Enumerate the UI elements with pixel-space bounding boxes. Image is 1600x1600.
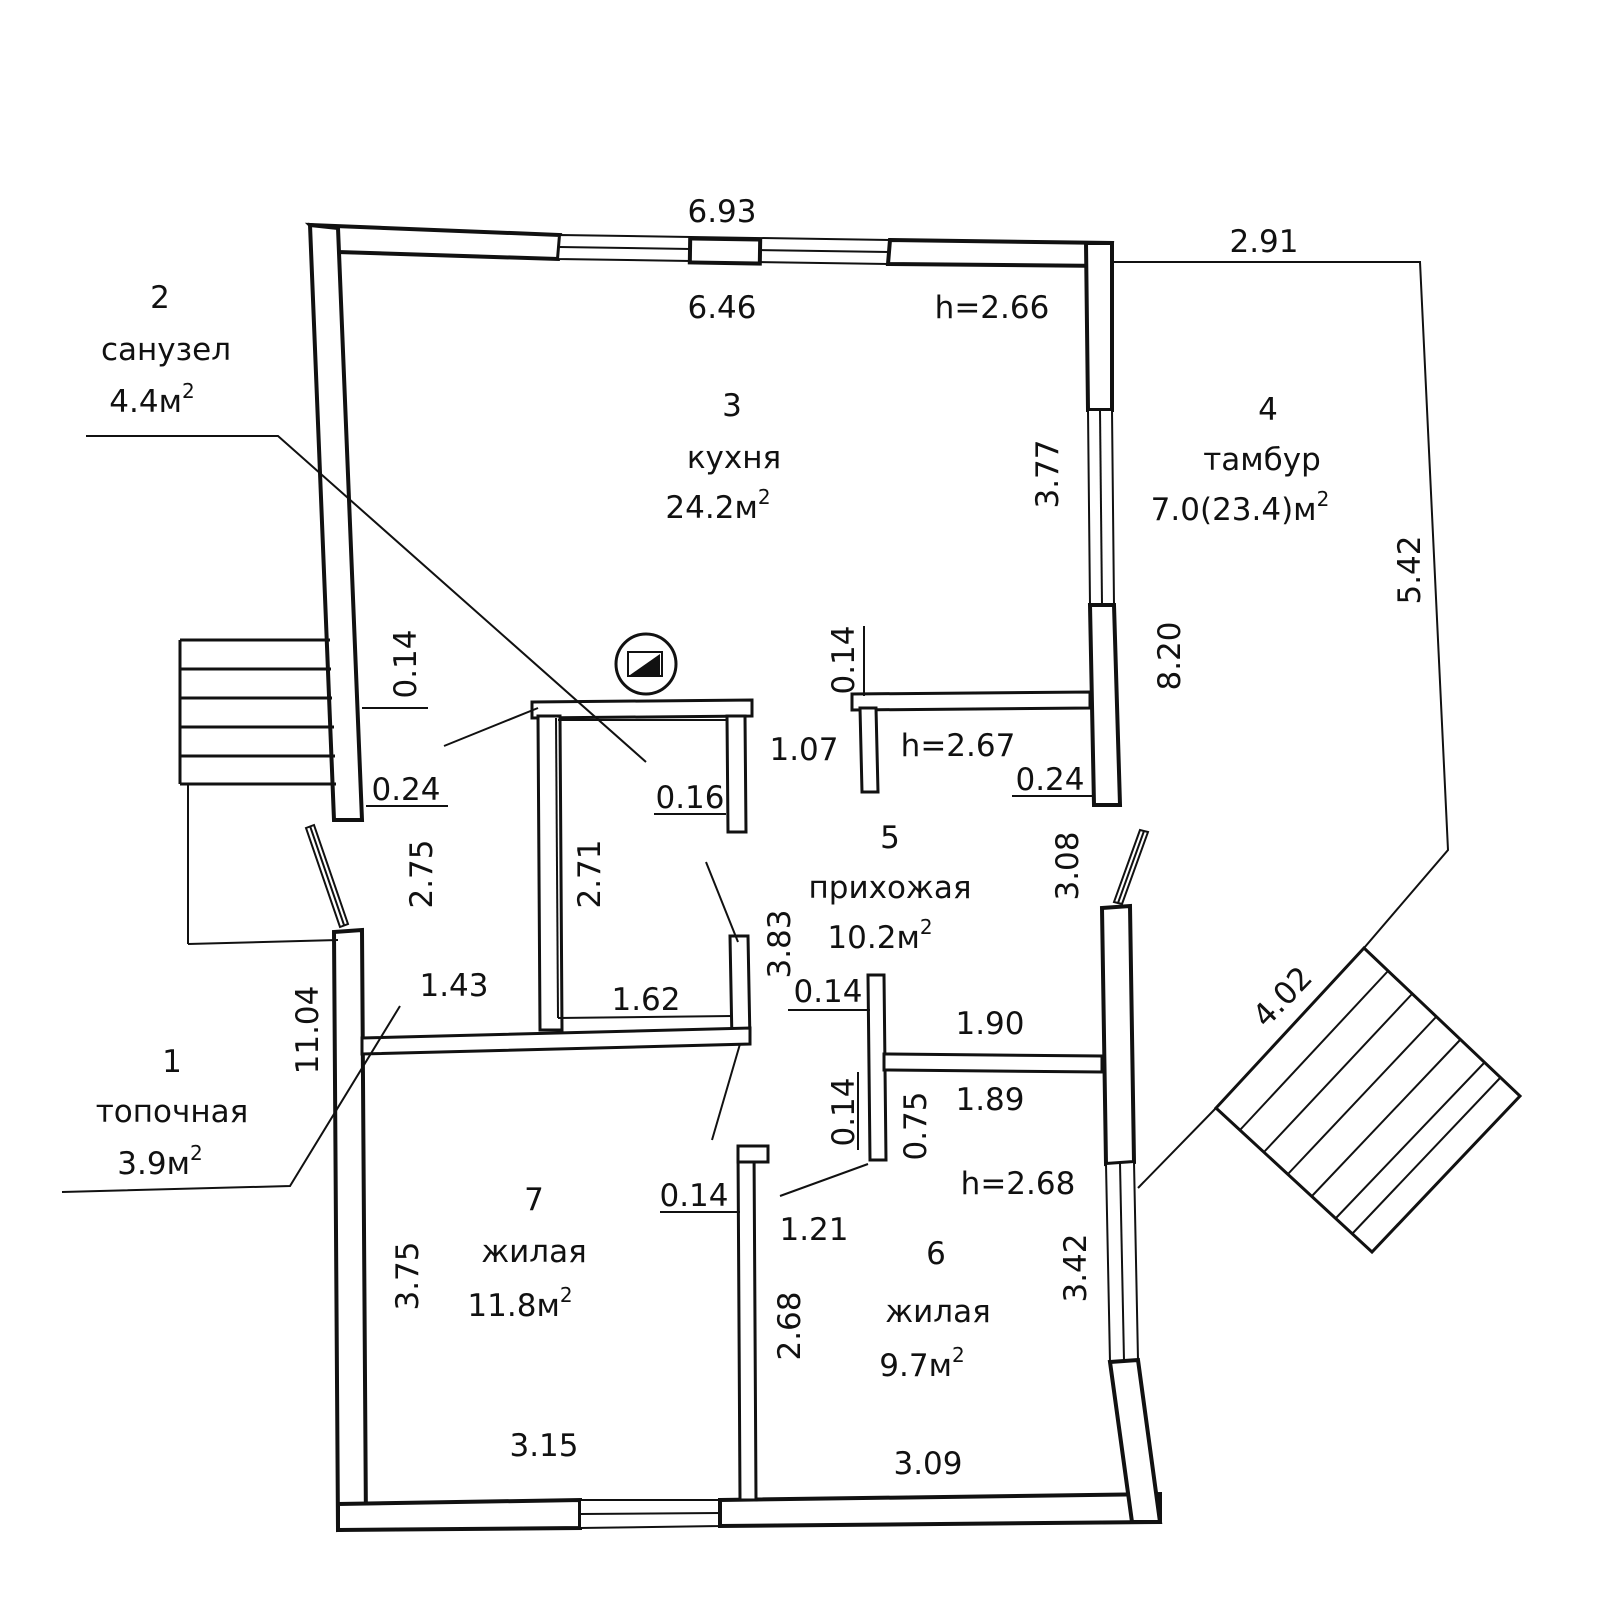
wall-top-left bbox=[304, 222, 563, 262]
wall-sanuzel-top bbox=[530, 698, 754, 720]
leader-sanuzel bbox=[86, 435, 647, 763]
leader-024-left bbox=[443, 707, 539, 747]
stairs-left bbox=[178, 638, 339, 945]
leader-door-7 bbox=[711, 1043, 741, 1141]
wall-room7-door-jamb bbox=[736, 1144, 770, 1164]
dim-2-91: 2.91 bbox=[1229, 224, 1298, 260]
room-7-name: жилая bbox=[481, 1234, 587, 1270]
dim-0-14-kitchen: 0.14 bbox=[826, 625, 862, 694]
room-2-area: 4.4м2 bbox=[109, 379, 194, 420]
wall-kitchen-stub bbox=[858, 706, 880, 794]
room-1-area: 3.9м2 bbox=[117, 1141, 202, 1182]
wall-bottom-left bbox=[336, 1497, 582, 1533]
dim-3-09: 3.09 bbox=[893, 1446, 962, 1482]
dim-0-24-left: 0.24 bbox=[371, 772, 440, 808]
dim-3-83: 3.83 bbox=[762, 909, 798, 978]
room-6-area: 9.7м2 bbox=[879, 1343, 964, 1384]
leader-121 bbox=[779, 1163, 869, 1197]
dim-1-07: 1.07 bbox=[769, 732, 838, 768]
stairs-right bbox=[1213, 945, 1523, 1255]
dim-2-71: 2.71 bbox=[572, 839, 608, 908]
room-6-name: жилая bbox=[885, 1294, 991, 1330]
wall-left-lower bbox=[331, 927, 369, 1533]
dim-3-75: 3.75 bbox=[390, 1241, 426, 1310]
wall-left-upper bbox=[307, 222, 365, 822]
room-1-number: 1 bbox=[162, 1044, 182, 1080]
dim-11-04: 11.04 bbox=[290, 986, 326, 1075]
room-5-name: прихожая bbox=[809, 870, 972, 906]
window-mullion bbox=[687, 236, 763, 266]
leader-door-5 bbox=[705, 861, 739, 943]
wall-right-lower bbox=[1087, 603, 1123, 807]
dim-0-14-left: 0.14 bbox=[388, 629, 424, 698]
leader-topochnaya bbox=[61, 1005, 401, 1193]
room-7-area: 11.8м2 bbox=[467, 1283, 572, 1324]
room-2-number: 2 bbox=[150, 280, 170, 316]
room-4-number: 4 bbox=[1258, 392, 1278, 428]
dim-6-93: 6.93 bbox=[687, 194, 756, 230]
dim-0-14-corridor: 0.14 bbox=[793, 974, 862, 1010]
dim-1-21: 1.21 bbox=[779, 1212, 848, 1248]
dim-0-75: 0.75 bbox=[898, 1091, 934, 1160]
room-2-name: санузел bbox=[101, 332, 231, 368]
room-5-number: 5 bbox=[880, 820, 900, 856]
wall-room6-room7 bbox=[736, 1146, 758, 1502]
dim-1-90: 1.90 bbox=[955, 1006, 1024, 1042]
dim-1-43: 1.43 bbox=[419, 968, 488, 1004]
wall-kitchen-partition bbox=[850, 690, 1092, 712]
dim-3-15: 3.15 bbox=[509, 1428, 578, 1464]
tambur-outline-lower bbox=[1137, 1107, 1217, 1189]
dim-h-2-66: h=2.66 bbox=[935, 290, 1050, 326]
wall-right-corner bbox=[1107, 1357, 1163, 1524]
room-7-number: 7 bbox=[524, 1182, 544, 1218]
dim-0-16: 0.16 bbox=[655, 780, 724, 816]
wall-corridor-partition bbox=[866, 973, 888, 1162]
room-3-name: кухня bbox=[687, 440, 781, 476]
wall-right-bottom bbox=[1099, 903, 1137, 1167]
wall-topochnaya-top bbox=[360, 1026, 752, 1056]
dim-2-75: 2.75 bbox=[404, 839, 440, 908]
wall-sanuzel-right-lower bbox=[728, 934, 752, 1044]
dim-0-14-vertical: 0.14 bbox=[826, 1077, 862, 1146]
dim-5-42: 5.42 bbox=[1392, 535, 1428, 604]
wall-top-right bbox=[885, 237, 1115, 269]
dim-8-20: 8.20 bbox=[1152, 621, 1188, 690]
dim-h-2-67: h=2.67 bbox=[901, 728, 1016, 764]
dim-3-08: 3.08 bbox=[1050, 831, 1086, 900]
dim-3-77: 3.77 bbox=[1030, 439, 1066, 508]
room-4-area: 7.0(23.4)м2 bbox=[1151, 487, 1330, 528]
room-6-number: 6 bbox=[926, 1236, 946, 1272]
wall-room6-top bbox=[882, 1052, 1104, 1074]
dim-3-42: 3.42 bbox=[1058, 1233, 1094, 1302]
dim-0-14-room7: 0.14 bbox=[659, 1178, 728, 1214]
dim-1-62: 1.62 bbox=[611, 982, 680, 1018]
dim-2-68: 2.68 bbox=[772, 1291, 808, 1360]
dim-6-46: 6.46 bbox=[687, 290, 756, 326]
room-5-area: 10.2м2 bbox=[827, 915, 932, 956]
room-4-name: тамбур bbox=[1203, 442, 1321, 478]
wall-right-upper bbox=[1083, 241, 1114, 412]
room-3-area: 24.2м2 bbox=[665, 485, 770, 526]
dim-h-2-68: h=2.68 bbox=[961, 1166, 1076, 1202]
room-3-number: 3 bbox=[722, 388, 742, 424]
tambur-outline bbox=[1112, 261, 1450, 949]
dim-0-24-right: 0.24 bbox=[1015, 762, 1084, 798]
wall-sanuzel-right-upper bbox=[725, 714, 748, 834]
dim-1-89: 1.89 bbox=[955, 1082, 1024, 1118]
electric-meter-icon bbox=[614, 632, 678, 696]
room-1-name: топочная bbox=[96, 1094, 249, 1130]
wall-bottom-right bbox=[718, 1491, 1162, 1529]
